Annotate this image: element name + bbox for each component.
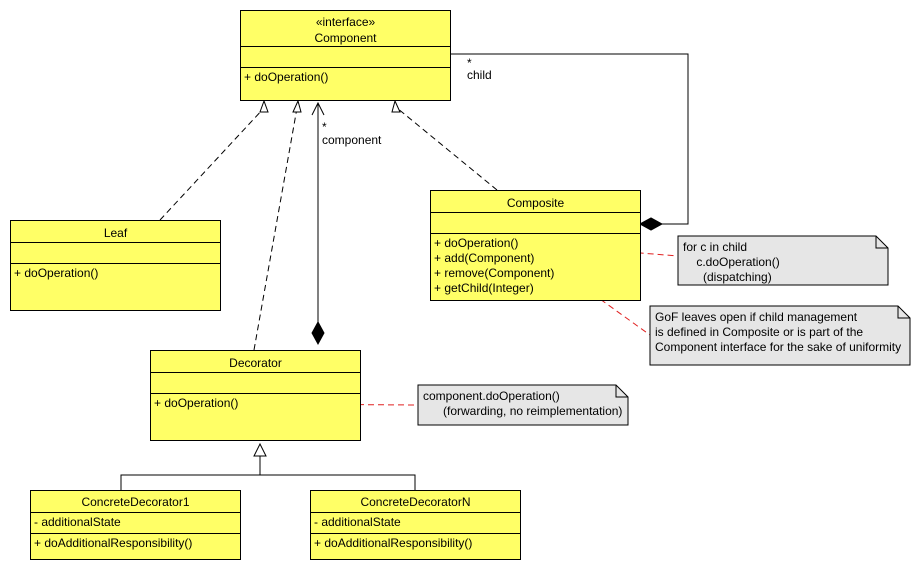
leaf-realization-arrowhead — [259, 99, 269, 113]
component-operation: + doOperation() — [244, 70, 329, 84]
decorator-divider-1 — [151, 372, 360, 373]
note-line: for c in child — [683, 240, 748, 254]
component-composition-open-arrow — [311, 101, 325, 116]
component-composition-diamond — [311, 320, 325, 346]
concrete-decorator-1-name: ConcreteDecorator1 — [81, 495, 190, 509]
note-shape-dispatch — [677, 235, 889, 286]
note-line: (dispatching) — [683, 270, 772, 284]
decorator-realization-line — [253, 107, 298, 351]
note-dispatching: for c in child c.doOperation() (dispatch… — [678, 236, 888, 289]
concrete-decorator-1-operation: + doAdditionalResponsibility() — [34, 536, 193, 550]
composite-divider-2 — [431, 233, 640, 234]
note-link-child-management — [567, 275, 651, 336]
note-line: c.doOperation() — [683, 255, 780, 269]
note-fold-forwarding — [615, 385, 628, 398]
concrete-decorator-n-class[interactable]: ConcreteDecoratorN - additionalState + d… — [310, 490, 521, 560]
component-divider-2 — [241, 67, 450, 68]
note-line: component.doOperation() — [423, 389, 560, 403]
child-composition-diamond — [638, 217, 664, 231]
leaf-divider-2 — [11, 263, 220, 264]
concrete-decorator-n-name: ConcreteDecoratorN — [360, 495, 471, 509]
composite-realization-line — [396, 107, 498, 191]
decorator-realization-arrowhead — [292, 99, 302, 113]
composite-operation: + doOperation() — [434, 236, 519, 250]
decorator-class[interactable]: Decorator + doOperation() — [150, 350, 361, 441]
concrete-decorator-1-attribute: - additionalState — [34, 515, 121, 529]
concrete-decorator-1-divider-2 — [31, 533, 240, 534]
component-stereotype: «interface» — [315, 15, 376, 29]
generalization-line-cd1 — [120, 474, 260, 490]
child-role-label: child — [467, 68, 492, 82]
note-line: Component interface for the sake of unif… — [655, 340, 902, 354]
child-multiplicity: * — [467, 56, 472, 70]
decorator-class-name: Decorator — [229, 356, 282, 370]
component-multiplicity: * — [322, 120, 327, 134]
composite-class-name: Composite — [506, 196, 565, 210]
component-role-label: component — [322, 133, 382, 147]
note-shape-forwarding — [417, 384, 629, 426]
note-line: is defined in Composite or is part of th… — [655, 325, 864, 339]
concrete-decorator-n-divider-1 — [311, 512, 520, 513]
composite-operation: + getChild(Integer) — [434, 281, 534, 295]
composite-operation: + remove(Component) — [434, 266, 555, 280]
decorator-operation: + doOperation() — [154, 396, 239, 410]
child-composition-line — [450, 53, 689, 225]
leaf-divider-1 — [11, 242, 220, 243]
composite-divider-1 — [431, 212, 640, 213]
component-divider-1 — [241, 46, 450, 47]
note-shape-child-management — [649, 305, 911, 366]
generalization-line-cdn — [260, 474, 416, 490]
concrete-decorator-1-class[interactable]: ConcreteDecorator1 - additionalState + d… — [30, 490, 241, 560]
concrete-decorator-n-attribute: - additionalState — [314, 515, 401, 529]
note-fold-dispatch — [875, 236, 888, 249]
note-fold-child-management — [897, 306, 910, 319]
component-class-name: Component — [314, 31, 377, 45]
concrete-decorator-n-operation: + doAdditionalResponsibility() — [314, 536, 473, 550]
leaf-class[interactable]: Leaf + doOperation() — [10, 220, 221, 311]
note-line: GoF leaves open if child management — [655, 310, 858, 324]
generalization-arrowhead — [253, 442, 267, 457]
decorator-divider-2 — [151, 393, 360, 394]
component-class[interactable]: «interface» Component + doOperation() — [240, 10, 451, 101]
note-forwarding: component.doOperation() (forwarding, no … — [418, 385, 628, 423]
composite-realization-arrowhead — [391, 99, 401, 113]
concrete-decorator-1-divider-1 — [31, 512, 240, 513]
leaf-class-name: Leaf — [103, 226, 128, 240]
composite-operation: + add(Component) — [434, 251, 535, 265]
leaf-operation: + doOperation() — [14, 266, 99, 280]
note-line: (forwarding, no reimplementation) — [423, 404, 623, 418]
concrete-decorator-n-divider-2 — [311, 533, 520, 534]
composite-class[interactable]: Composite + doOperation() + add(Componen… — [430, 190, 641, 301]
leaf-realization-line — [159, 107, 265, 221]
